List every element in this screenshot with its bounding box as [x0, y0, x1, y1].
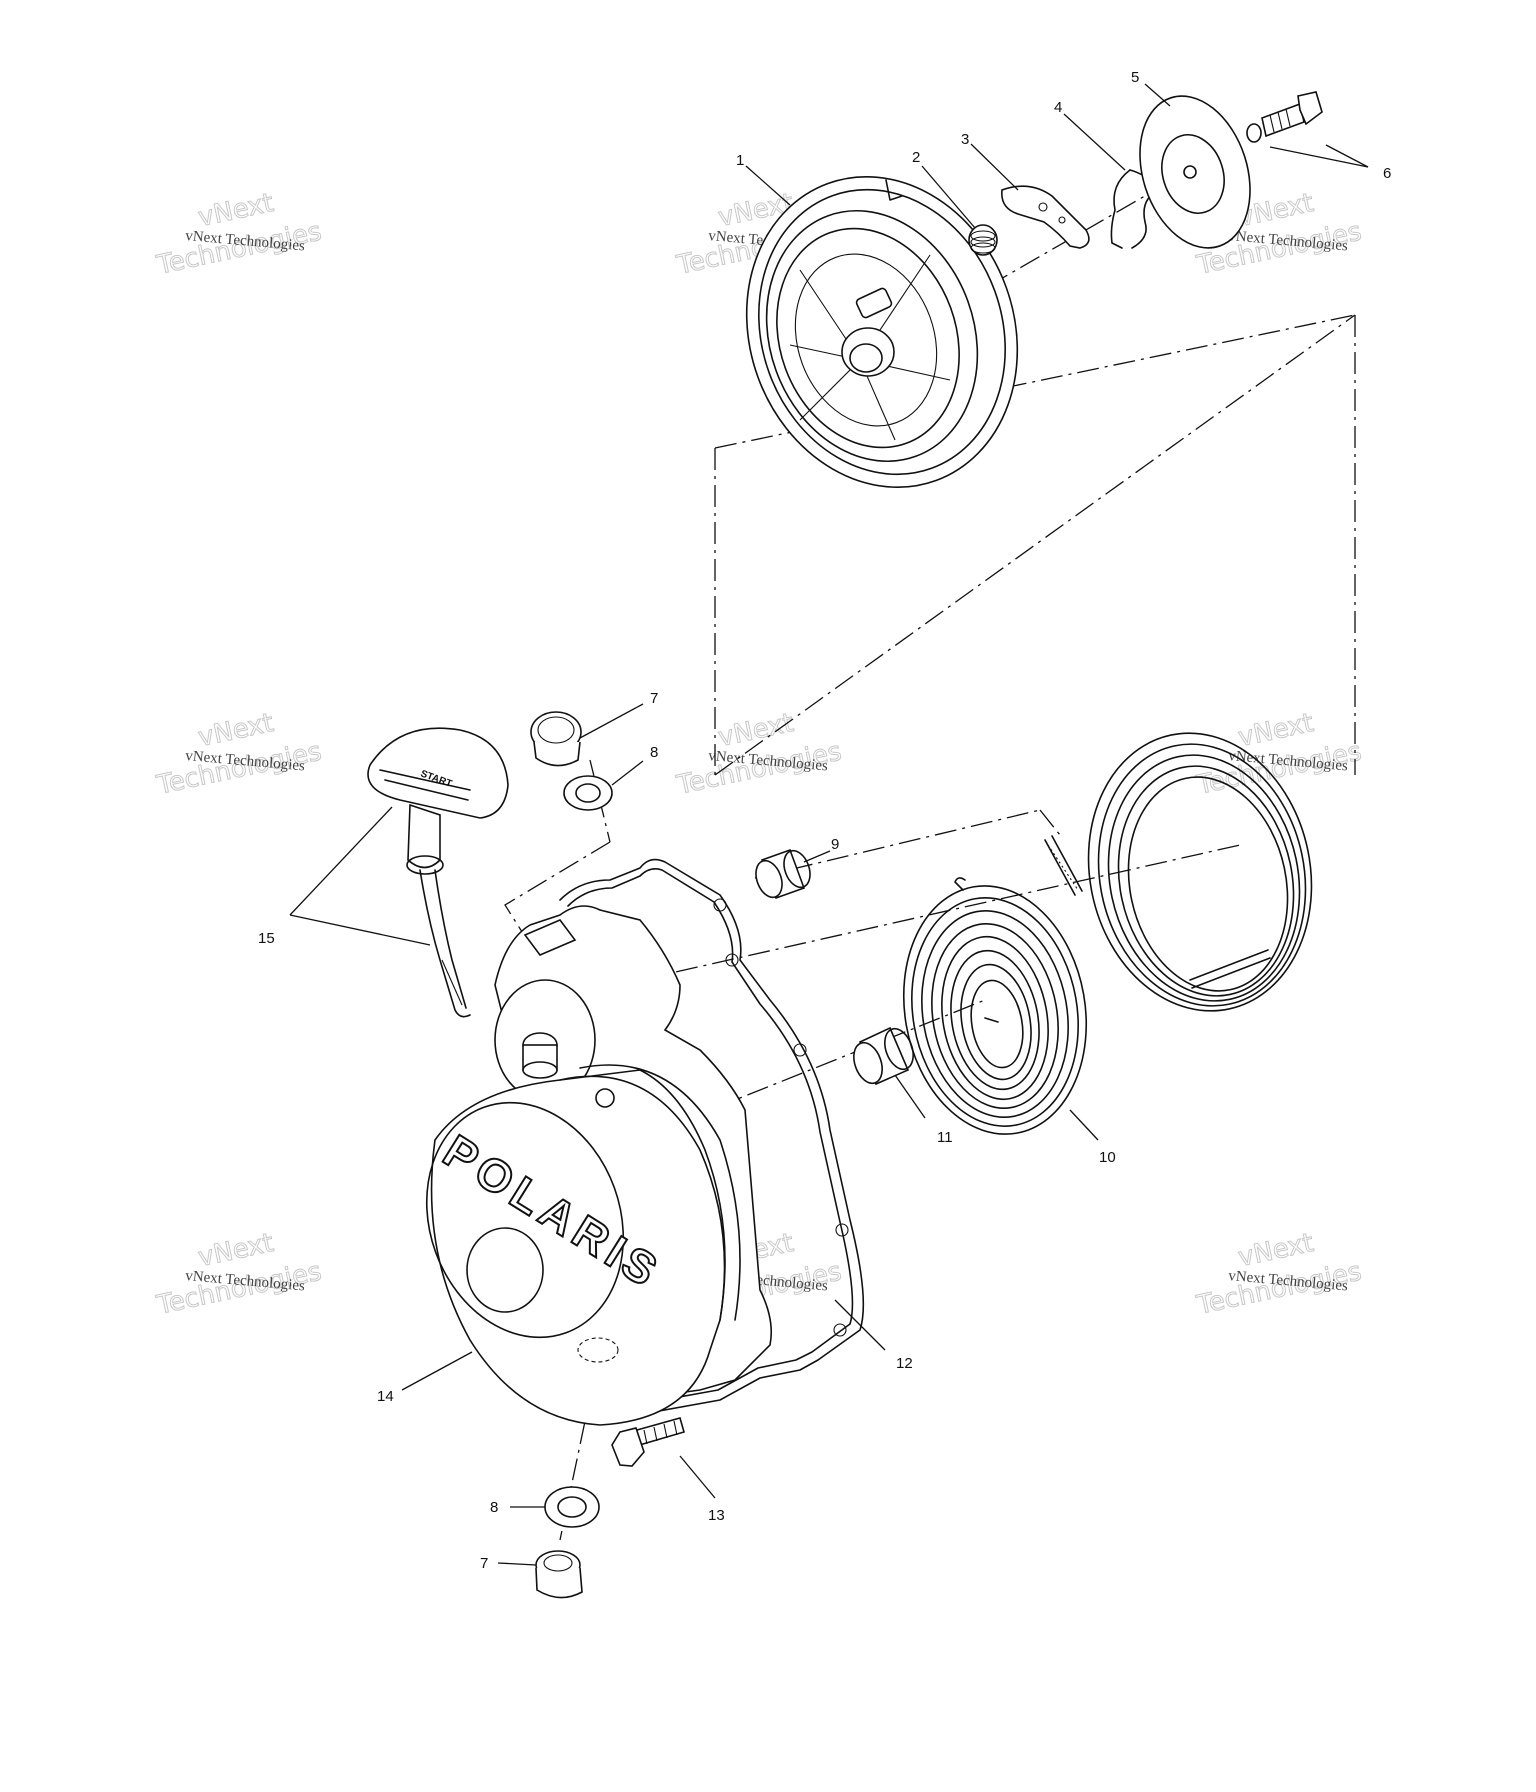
- part-7-plug-bottom: [535, 1550, 583, 1599]
- part-3-pawl: [1001, 185, 1090, 249]
- watermark: vNext Technologies: [153, 187, 325, 281]
- watermark: vNext Technologies: [153, 1227, 325, 1321]
- callout-13: 13: [708, 1507, 725, 1524]
- part-15-starter-handle: START: [367, 727, 509, 1018]
- callout-6: 6: [1383, 165, 1391, 182]
- callout-15: 15: [258, 930, 275, 947]
- watermark: vNext Technologies: [1193, 1227, 1365, 1321]
- watermark-logo-text: vNext: [1236, 708, 1317, 753]
- watermark: vNext Technologies: [673, 707, 845, 801]
- part-5-plate: [1139, 95, 1251, 249]
- part-10-recoil-spring: [902, 877, 1088, 1135]
- callout-8-bottom: 8: [490, 1499, 498, 1516]
- part-8-washer-bottom: [544, 1486, 600, 1528]
- watermark-logo-text: vNext: [196, 1228, 277, 1273]
- callout-2: 2: [912, 149, 920, 166]
- callouts: 1 2 3 4 5 6 7 8 9 10 11 12 13 14 15 8 7: [258, 69, 1391, 1572]
- callout-1: 1: [736, 152, 744, 169]
- part-6-bolt: [1246, 91, 1323, 143]
- watermark-logo-text: vNext: [196, 708, 277, 753]
- callout-10: 10: [1099, 1149, 1116, 1166]
- callout-3: 3: [961, 131, 969, 148]
- part-12-gasket: [559, 858, 865, 1419]
- part-14-starter-housing: POLARIS: [425, 905, 773, 1426]
- watermark: vNext Technologies: [1193, 707, 1365, 801]
- watermark: vNext Technologies: [153, 707, 325, 801]
- leader-lines: [289, 83, 1369, 1566]
- callout-4: 4: [1054, 99, 1062, 116]
- part-9-bushing: [755, 848, 811, 900]
- callout-7-bottom: 7: [480, 1555, 488, 1572]
- part-11-bushing: [853, 1026, 914, 1086]
- callout-5: 5: [1131, 69, 1139, 86]
- part-13-bolt: [611, 1417, 685, 1467]
- part-1-pulley: [745, 176, 1019, 488]
- watermark-logo-text: vNext: [196, 188, 277, 233]
- callout-14: 14: [377, 1388, 394, 1405]
- callout-7: 7: [650, 690, 658, 707]
- part-7-plug-top: [530, 711, 582, 767]
- callout-8: 8: [650, 744, 658, 761]
- starter-rope-coil: [1044, 732, 1313, 1012]
- part-8-washer-top: [563, 775, 613, 811]
- callout-9: 9: [831, 836, 839, 853]
- part-2-spring: [968, 224, 998, 256]
- watermark-logo-text: vNext: [1236, 1228, 1317, 1273]
- callout-11: 11: [937, 1129, 953, 1146]
- callout-12: 12: [896, 1355, 913, 1372]
